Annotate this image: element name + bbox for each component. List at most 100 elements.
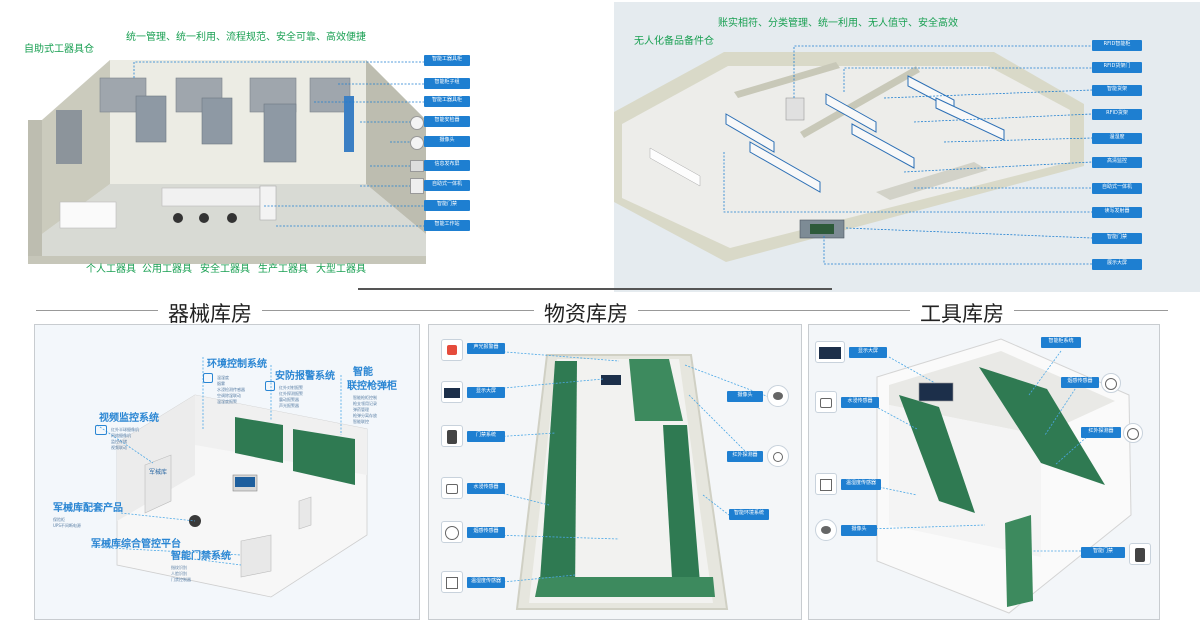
tools-smoke-icon	[1101, 373, 1121, 393]
tool-warehouse-illustration	[28, 60, 426, 264]
tool-warehouse-title: 自助式工器具仓	[24, 44, 94, 55]
info-screen-icon	[410, 160, 424, 172]
smart-mini-0: 智能枪柜控制	[353, 395, 377, 400]
armory-panel: 环境控制系统 温湿度 烟雾 水浸检测传感器 空调除湿联动 温湿度报警 安防报警系…	[34, 324, 420, 620]
category-public: 公用工器具	[142, 264, 192, 275]
tools-infrared-icon	[1123, 423, 1143, 443]
alarm-device-icon	[441, 339, 463, 361]
tools-door-icon	[1129, 543, 1151, 565]
callout-tool-6: 信息发布屏	[424, 160, 470, 171]
spare-parts-panel: 账实相符、分类管理、统一利用、无人值守、安全高效 无人化备品备件仓 RFID智能…	[614, 2, 1200, 292]
callout-spare-8: 读写发射器	[1092, 207, 1142, 218]
tools-label-camera: 摄像头	[841, 525, 877, 536]
env-mini-4: 温湿度报警	[217, 399, 237, 404]
callout-tool-9: 智能工作站	[424, 220, 470, 231]
mat-label-infrared: 红外探测器	[727, 451, 763, 462]
smart-gun-cabinet-label-2: 联控枪弹柜	[347, 381, 397, 392]
security-mini-3: 声光报警器	[279, 403, 299, 408]
tools-camera-icon	[815, 519, 837, 541]
video-mini-0: 红外半球摄像机	[111, 427, 139, 432]
spare-parts-title: 无人化备品备件仓	[634, 36, 714, 47]
smart-checker-icon	[410, 116, 424, 130]
products-mini-1: UPS不间断电源	[53, 523, 81, 528]
callout-spare-9: 智能门禁	[1092, 233, 1142, 244]
armory-platform-label: 军械库综合管控平台	[91, 539, 181, 550]
category-safety: 安全工器具	[200, 264, 250, 275]
mat-label-env-system: 智能环境系统	[729, 509, 769, 520]
mat-label-display: 显示大屏	[467, 387, 505, 398]
spare-parts-slogan: 账实相符、分类管理、统一利用、无人值守、安全高效	[718, 18, 958, 29]
smoke-sensor-device-icon	[441, 521, 463, 543]
video-monitor-icon	[95, 425, 107, 435]
env-mini-1: 烟雾	[217, 381, 225, 386]
video-mini-3: 视频联动	[111, 445, 127, 450]
callout-spare-5: 温湿度	[1092, 133, 1142, 144]
tools-section-title: 工具库房	[910, 298, 1014, 328]
security-alarm-label: 安防报警系统	[275, 371, 335, 382]
video-monitor-label: 视频监控系统	[99, 413, 159, 424]
category-production: 生产工器具	[258, 264, 308, 275]
armory-illustration	[90, 357, 368, 598]
tool-warehouse-slogan: 统一管理、统一利用、流程规范、安全可靠、高效便捷	[126, 32, 366, 43]
door-mini-2: 门禁控制器	[171, 577, 191, 582]
tools-label-display: 显示大屏	[849, 347, 887, 358]
callout-tool-4: 智能安检器	[424, 116, 470, 127]
armory-products-label: 军械库配套产品	[53, 503, 123, 514]
infrared-device-icon	[767, 445, 789, 467]
mat-label-camera: 摄像头	[727, 391, 763, 402]
video-mini-2: 监控存储	[111, 439, 127, 444]
smart-mini-1: 枪支领用记录	[353, 401, 377, 406]
materials-section-title: 物资库房	[534, 298, 638, 328]
env-mini-0: 温湿度	[217, 375, 229, 380]
callout-spare-3: 智能货架	[1092, 85, 1142, 96]
camera-icon	[410, 136, 424, 150]
callout-spare-4: RFID货架	[1092, 109, 1142, 120]
spare-parts-illustration	[614, 45, 1093, 265]
section-divider-accent	[358, 288, 832, 290]
callout-tool-8: 智能门禁	[424, 200, 470, 211]
callout-tool-3: 智能工器具柜	[424, 96, 470, 107]
security-mini-2: 震动报警器	[279, 397, 299, 402]
video-mini-1: 网络摄像机	[111, 433, 131, 438]
env-control-label: 环境控制系统	[207, 359, 267, 370]
mat-label-water: 水浸传感器	[467, 483, 505, 494]
mat-label-smoke: 烟感传感器	[467, 527, 505, 538]
callout-tool-2: 智能柜子组	[424, 78, 470, 89]
tools-label-cabinet: 智能柜系统	[1041, 337, 1081, 348]
callout-spare-1: RFID智能柜	[1092, 40, 1142, 51]
door-mini-0: 指纹识别	[171, 565, 187, 570]
tools-illustration	[868, 338, 1132, 614]
callout-spare-10: 展示大屏	[1092, 259, 1142, 270]
security-alarm-icon	[265, 381, 275, 391]
armory-wall-logo: 军械库	[148, 469, 167, 476]
display-screen-device-icon	[441, 381, 463, 403]
kiosk-icon	[410, 178, 424, 194]
water-sensor-device-icon	[441, 477, 463, 499]
armory-section-title: 器械库房	[158, 298, 262, 328]
env-mini-3: 空调除湿联动	[217, 393, 241, 398]
tools-temp-icon	[815, 473, 837, 495]
env-mini-2: 水浸检测传感器	[217, 387, 245, 392]
callout-spare-2: RFID货架门	[1092, 62, 1142, 73]
mat-label-temp: 温湿度传感器	[467, 577, 505, 588]
smart-mini-4: 智能联控	[353, 419, 369, 424]
callout-tool-7: 自助式一体机	[424, 180, 470, 191]
tools-label-door: 智能门禁	[1081, 547, 1125, 558]
callout-spare-7: 自助式一体机	[1092, 183, 1142, 194]
security-mini-0: 红外对射报警	[279, 385, 303, 390]
materials-panel: 声光报警器 显示大屏 门禁系统 水浸传感器 烟感传感器 温湿度传感器 摄像头 红…	[428, 324, 802, 620]
tools-panel: 显示大屏 水浸传感器 温湿度传感器 摄像头 智能柜系统 烟感传感器 红外探测器 …	[808, 324, 1160, 620]
tools-water-icon	[815, 391, 837, 413]
door-mini-1: 人脸识别	[171, 571, 187, 576]
smart-mini-3: 枪弹分离存放	[353, 413, 377, 418]
smart-gun-cabinet-label-1: 智能	[353, 367, 373, 378]
mat-label-door: 门禁系统	[467, 431, 505, 442]
tools-display-icon	[815, 341, 845, 363]
tools-label-temp: 温湿度传感器	[841, 479, 881, 490]
door-access-device-icon	[441, 425, 463, 447]
category-personal: 个人工器具	[86, 264, 136, 275]
tool-warehouse-panel: 自助式工器具仓 统一管理、统一利用、流程规范、安全可靠、高效便捷 智能工器具柜 …	[14, 8, 478, 280]
callout-tool-1: 智能工器具柜	[424, 55, 470, 66]
tools-label-infrared: 红外探测器	[1081, 427, 1121, 438]
products-mini-0: 保险柜	[53, 517, 65, 522]
